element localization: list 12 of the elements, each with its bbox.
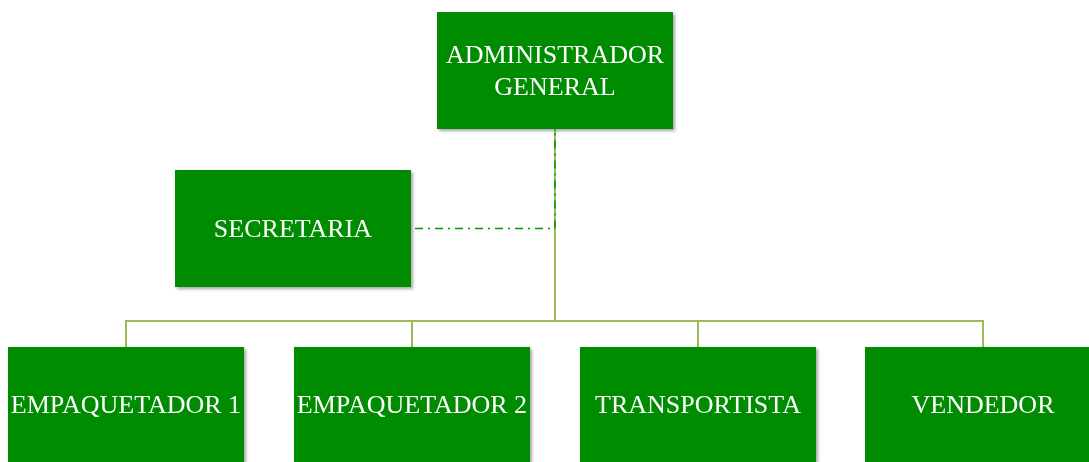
role-box bbox=[8, 347, 244, 462]
role-title: VENDEDOR bbox=[911, 388, 1055, 421]
role-box bbox=[175, 170, 411, 287]
role-title: TRANSPORTISTA bbox=[595, 388, 801, 421]
role-title: EMPAQUETADOR 2 bbox=[296, 388, 528, 421]
role-box bbox=[294, 347, 530, 462]
role-box bbox=[437, 12, 673, 129]
role-box bbox=[865, 347, 1089, 462]
role-title: ADMINISTRADOR GENERAL bbox=[444, 39, 666, 102]
role-title: EMPAQUETADOR 1 bbox=[10, 388, 242, 421]
role-title: SECRETARIA bbox=[213, 212, 373, 245]
role-box bbox=[580, 347, 816, 462]
